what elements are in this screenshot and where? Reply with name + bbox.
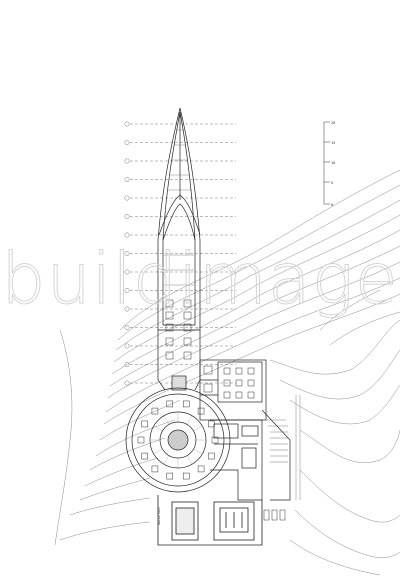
- round-hall-table: [211, 436, 219, 444]
- grid-bubble: [124, 306, 130, 312]
- grid-bubble: [124, 232, 130, 238]
- round-hall-table: [197, 465, 205, 473]
- grid-bubble: [124, 362, 130, 367]
- grid-bubble: [124, 214, 130, 219]
- scale-tick-5: 5: [331, 181, 333, 185]
- hall-spoke: [153, 448, 163, 455]
- pier-structure: [157, 107, 201, 331]
- round-hall-table: [151, 465, 159, 473]
- grid-bubble: [124, 177, 130, 182]
- round-hall-table: [151, 407, 159, 415]
- hall-spoke: [153, 425, 163, 432]
- grid-bubble: [124, 158, 130, 164]
- scale-tick-10: 10: [331, 161, 335, 165]
- grid-bubble: [124, 288, 130, 293]
- round-hall-table: [137, 436, 145, 444]
- hall-spoke: [186, 455, 193, 465]
- grid-bubble: [124, 325, 130, 330]
- grid-bubble: [124, 121, 130, 127]
- pier-neck: [157, 330, 201, 391]
- round-hall-table: [182, 400, 190, 408]
- grid-bubble: [124, 343, 130, 349]
- central-service-area: [210, 419, 263, 501]
- hall-spoke: [186, 415, 193, 425]
- scale-tick-0: 0: [331, 203, 333, 207]
- grid-bubble: [124, 195, 130, 201]
- room-label-reception: RECEPTION: [157, 507, 161, 525]
- round-hall-table: [141, 420, 148, 428]
- round-hall-table: [182, 472, 190, 480]
- round-hall-table: [208, 452, 215, 460]
- scale-tick-20: 20: [331, 121, 335, 125]
- round-hall-table: [166, 400, 174, 408]
- grid-bubble: [124, 269, 130, 275]
- grid-bubble: [124, 140, 130, 145]
- scale-tick-15: 15: [331, 141, 335, 145]
- round-hall-table: [208, 420, 215, 428]
- terrain-contours: [54, 169, 400, 576]
- lower-block: [157, 495, 286, 546]
- hall-spoke: [163, 455, 170, 465]
- stair-wing: [261, 395, 301, 501]
- grid-axes: [124, 121, 236, 386]
- grid-bubble: [124, 380, 130, 386]
- grid-bubble: [124, 251, 130, 256]
- hall-spoke: [163, 415, 170, 425]
- round-hall-table: [141, 452, 148, 460]
- round-hall-table: [197, 407, 205, 415]
- scale-bar: [323, 121, 330, 205]
- hall-spoke: [193, 425, 203, 432]
- upper-right-block: [199, 359, 267, 421]
- hall-spoke: [193, 448, 203, 455]
- round-hall-table: [166, 472, 174, 480]
- round-dining-hall: [125, 387, 231, 493]
- pier-tables: [165, 299, 192, 360]
